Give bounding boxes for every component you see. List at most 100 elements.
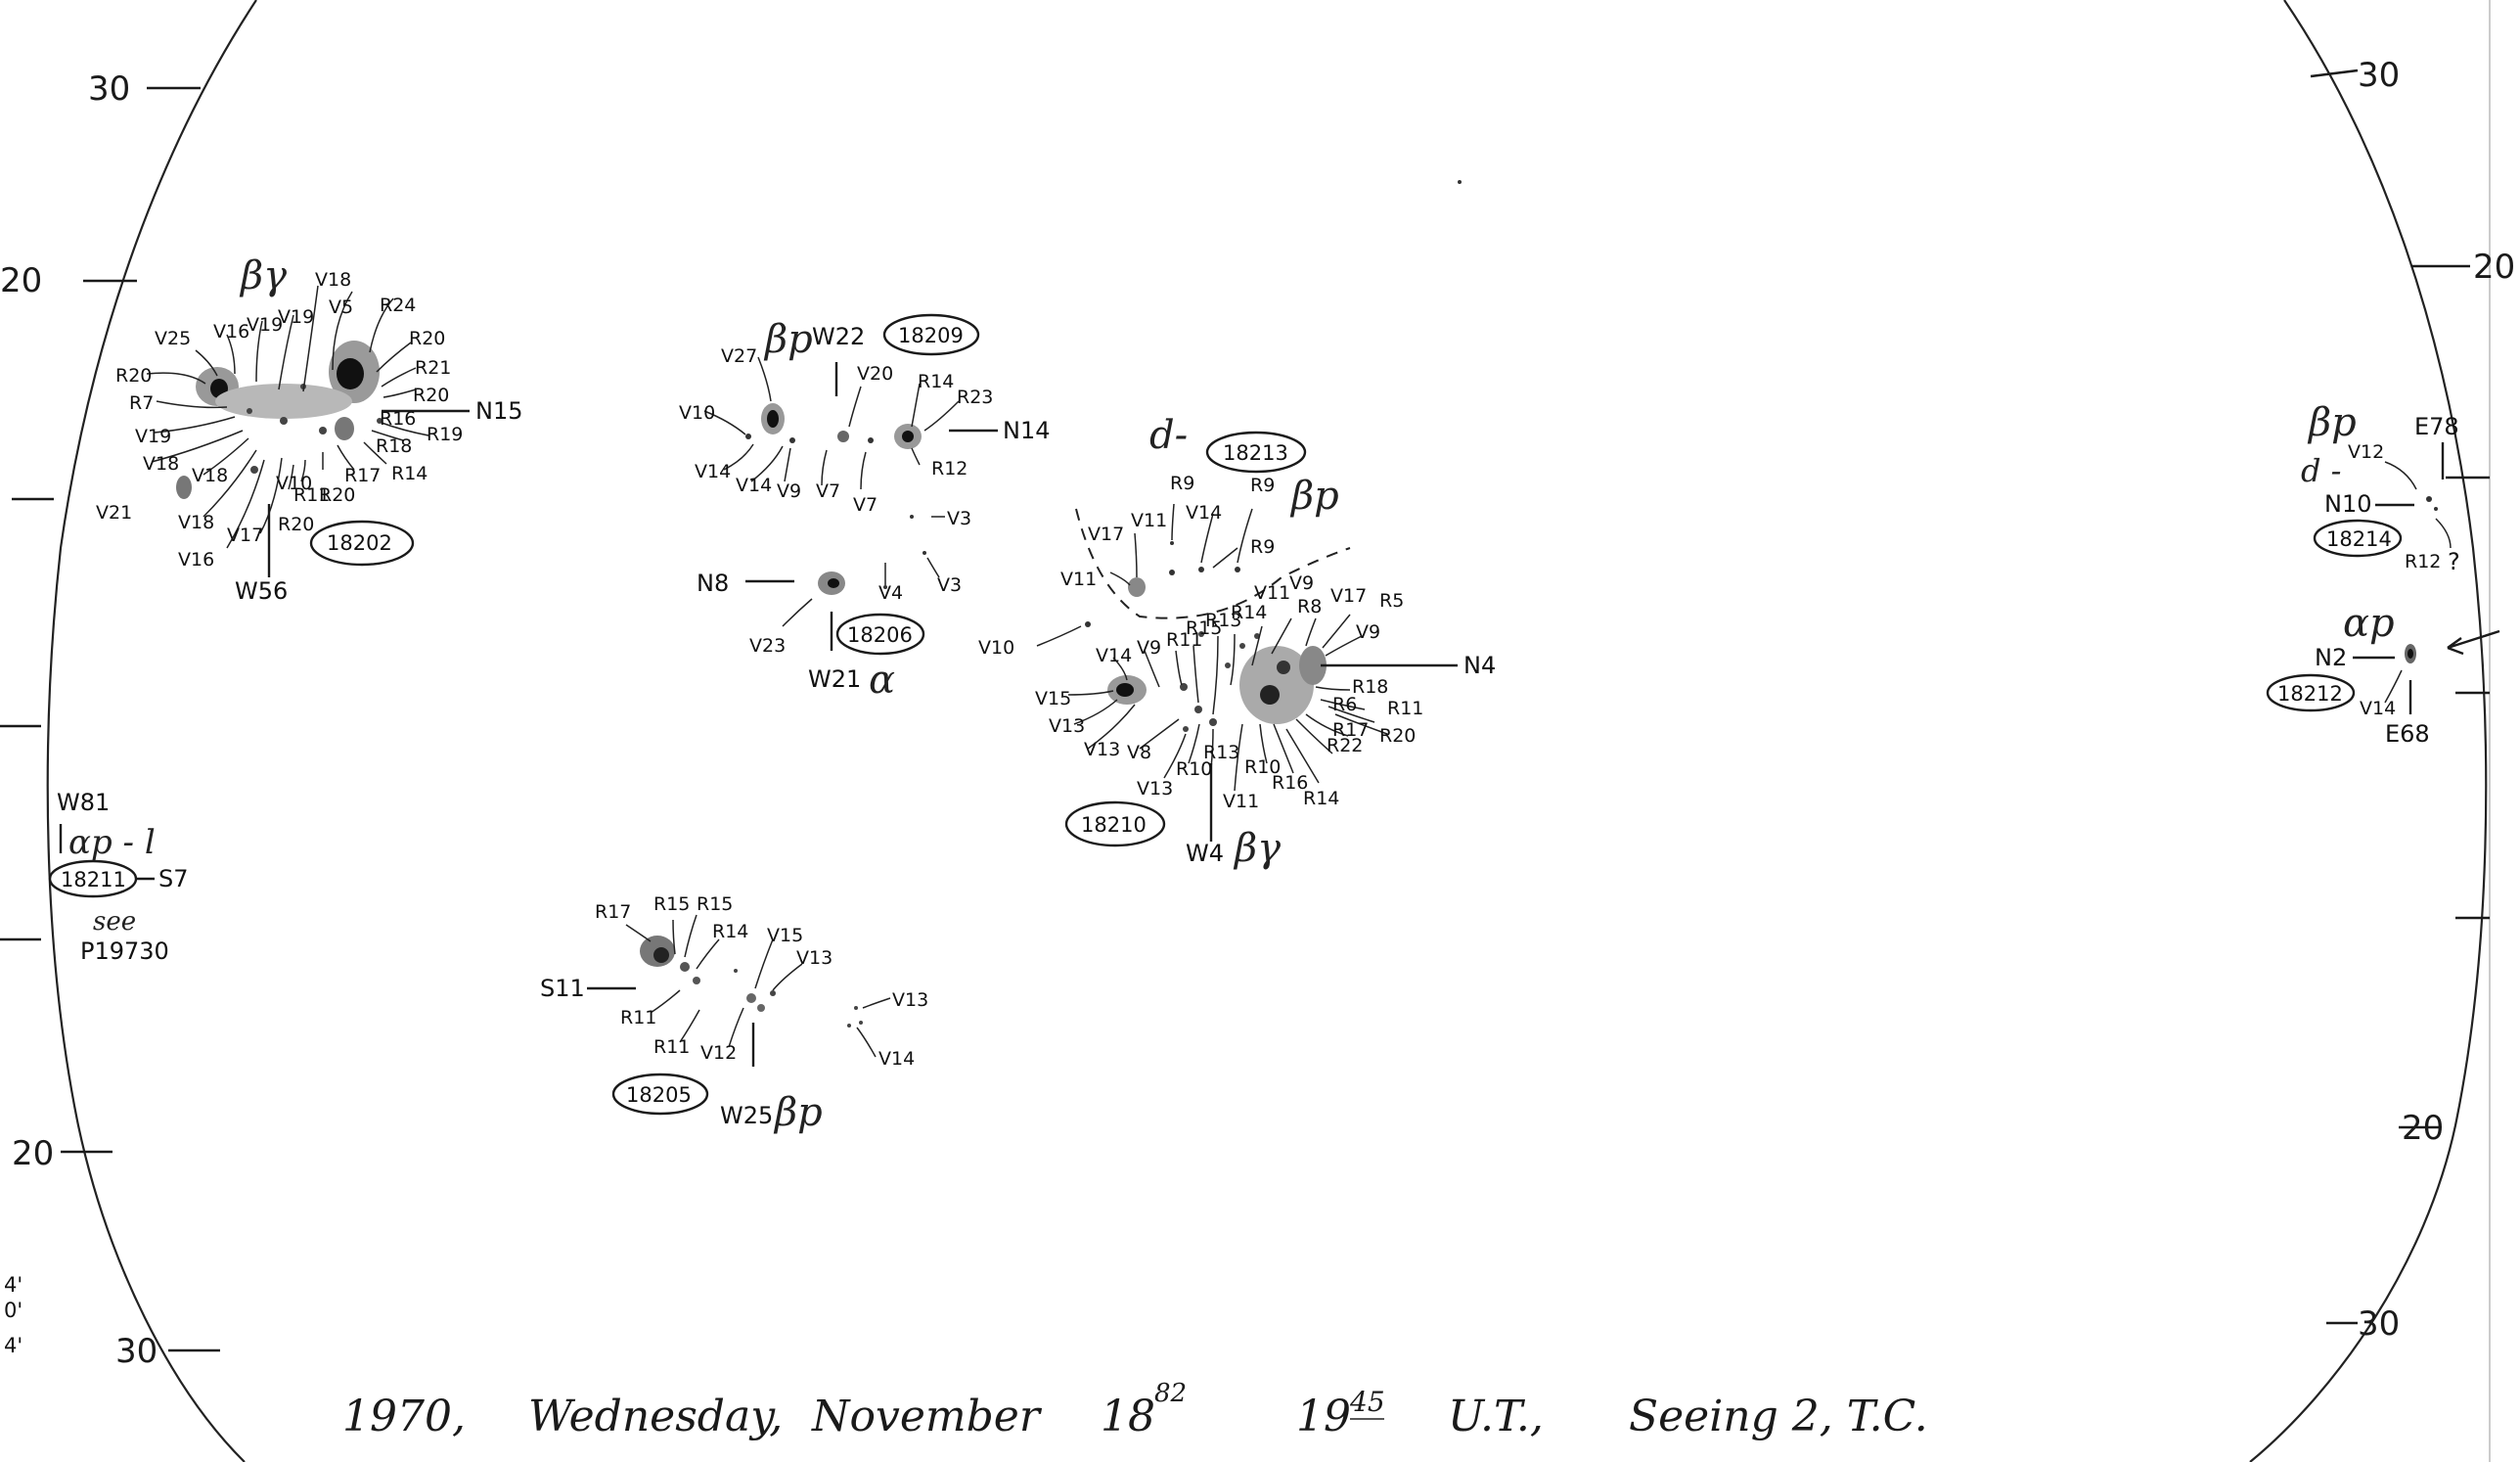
region-number: 18210: [1081, 813, 1147, 837]
stray-dot: [1458, 180, 1462, 184]
spot-pore: [868, 437, 874, 443]
spot-label: R8: [1297, 596, 1322, 617]
spot-label: R11: [620, 1007, 656, 1028]
spot-label: V14: [695, 461, 731, 482]
spot-label: V18: [178, 512, 214, 533]
leader-line: [2384, 461, 2452, 549]
latitude-label: N10: [2324, 490, 2372, 518]
region-18209: V27 V20 R14 R23 V10 V14 V14 V9 V7 V7 R12…: [679, 313, 1051, 516]
mcintosh-class: βγ: [1233, 826, 1281, 871]
spot-label: V7: [816, 480, 840, 502]
spot-label: R10: [1176, 758, 1212, 780]
spot-pore: [757, 1004, 765, 1012]
spot-pore: [280, 417, 288, 425]
leader-line: [1109, 503, 1253, 586]
umbra: [653, 947, 669, 963]
spot-label: R15: [1186, 617, 1222, 639]
spot-pore: [1225, 662, 1231, 668]
spot-label: R20: [409, 328, 445, 349]
position-label: W21: [808, 665, 861, 693]
region-18214: βp d - V12 E78 N10 18214 R12 ?: [2301, 400, 2460, 575]
position-label: W56: [235, 577, 288, 605]
spot-pore: [693, 977, 700, 984]
spot-label: V11: [1223, 791, 1259, 812]
umbra: [902, 431, 914, 442]
spot-pore: [734, 969, 738, 973]
region-number-oval: [835, 613, 925, 656]
spot-label: R11: [653, 1036, 690, 1058]
caption-month: November: [811, 1392, 1043, 1441]
spot-label: V17: [227, 525, 263, 546]
right-label-20-lower: 20: [2402, 1109, 2444, 1148]
spot-label: R15: [697, 893, 733, 915]
region-number: 18212: [2277, 682, 2343, 706]
note-reference: P19730: [80, 937, 169, 965]
leader-line: [151, 400, 429, 549]
class-note: d -: [2301, 452, 2341, 489]
spot-label: R15: [653, 893, 690, 915]
spot-label: V18: [192, 465, 228, 486]
spot-label: V19: [247, 314, 283, 336]
spot-label: V25: [155, 328, 191, 349]
spot-label: R14: [712, 921, 748, 942]
spot-label: R20: [115, 365, 152, 387]
penumbra: [1239, 646, 1314, 724]
spot-label: V10: [276, 473, 312, 494]
spot-label: R18: [1352, 676, 1388, 698]
latitude-label: S7: [158, 865, 189, 892]
spot-pore: [1239, 643, 1245, 649]
spot-label: R14: [391, 463, 428, 484]
spot-pore: [250, 466, 258, 474]
spot-label: V14: [1096, 645, 1132, 666]
umbra: [1277, 661, 1290, 674]
spot-label: V15: [1035, 688, 1071, 709]
spot-label: V19: [278, 306, 314, 328]
spot-label: V9: [1137, 637, 1161, 659]
region-number: 18209: [898, 324, 964, 347]
spot-label: R17: [344, 465, 381, 486]
mcintosh-class: βp: [1289, 474, 1339, 519]
spot-label: V9: [1356, 621, 1380, 643]
spot-label: V5: [329, 297, 353, 318]
spot-label: V10: [679, 402, 715, 424]
region-number: 18206: [847, 623, 913, 647]
spot-pore: [883, 585, 887, 589]
spot-label: R7: [129, 392, 154, 414]
region-18206: V3 V3 V4 V23 N8 18206 W21 α: [697, 508, 971, 703]
spot-label: R20: [278, 514, 314, 535]
spot-label: V16: [213, 321, 249, 343]
spot-pore: [1198, 567, 1204, 572]
left-label-30-top: 30: [88, 69, 130, 109]
spot-label: V13: [796, 947, 832, 969]
spot-pore: [854, 1006, 858, 1010]
left-edge-mark-3: 4': [4, 1334, 22, 1357]
latitude-label: N2: [2315, 644, 2347, 671]
spot-pore: [770, 990, 776, 996]
spot-label: R14: [1231, 602, 1267, 623]
right-tick-30-top: [2310, 69, 2359, 78]
left-edge-mark-2: 0': [4, 1299, 22, 1322]
arrow-icon: [2447, 629, 2500, 656]
region-number-oval: [611, 1073, 709, 1116]
spot-label: V11: [1131, 510, 1167, 531]
left-label-30-bottom: 30: [115, 1332, 158, 1371]
spot-pore: [319, 427, 327, 434]
region-number-oval: [2266, 673, 2356, 712]
caption-day-fraction: 82: [1154, 1379, 1187, 1408]
spot-pore: [847, 1024, 851, 1028]
spot-pore: [247, 408, 252, 414]
spot-label: R12: [931, 458, 968, 480]
penumbra: [215, 384, 352, 419]
spot-label: V12: [2348, 441, 2384, 463]
position-label: E78: [2414, 413, 2459, 440]
position-label: W81: [57, 789, 110, 816]
spot-label: R9: [1170, 473, 1194, 494]
position-label: E68: [2385, 720, 2430, 748]
spot-pore: [1085, 621, 1091, 627]
latitude-label: N15: [475, 397, 523, 425]
spot-label: V15: [767, 925, 803, 946]
penumbra: [335, 417, 354, 440]
caption-weekday: Wednesday,: [528, 1392, 783, 1441]
right-label-20-upper: 20: [2473, 248, 2515, 287]
region-number: 18202: [327, 531, 392, 555]
